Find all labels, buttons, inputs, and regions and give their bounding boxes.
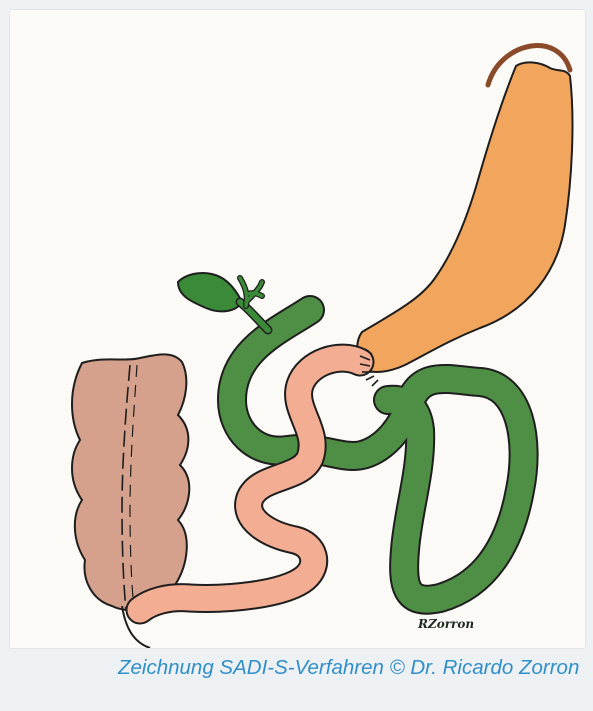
sadi-s-drawing: RZorron: [10, 10, 585, 648]
gallbladder: [178, 273, 242, 311]
artist-signature: RZorron: [417, 617, 474, 631]
figure-caption: Zeichnung SADI-S-Verfahren © Dr. Ricardo…: [118, 656, 588, 680]
sadi-s-illustration: RZorron: [10, 10, 585, 648]
stomach-sleeve: [357, 62, 572, 372]
colon: [72, 354, 189, 610]
